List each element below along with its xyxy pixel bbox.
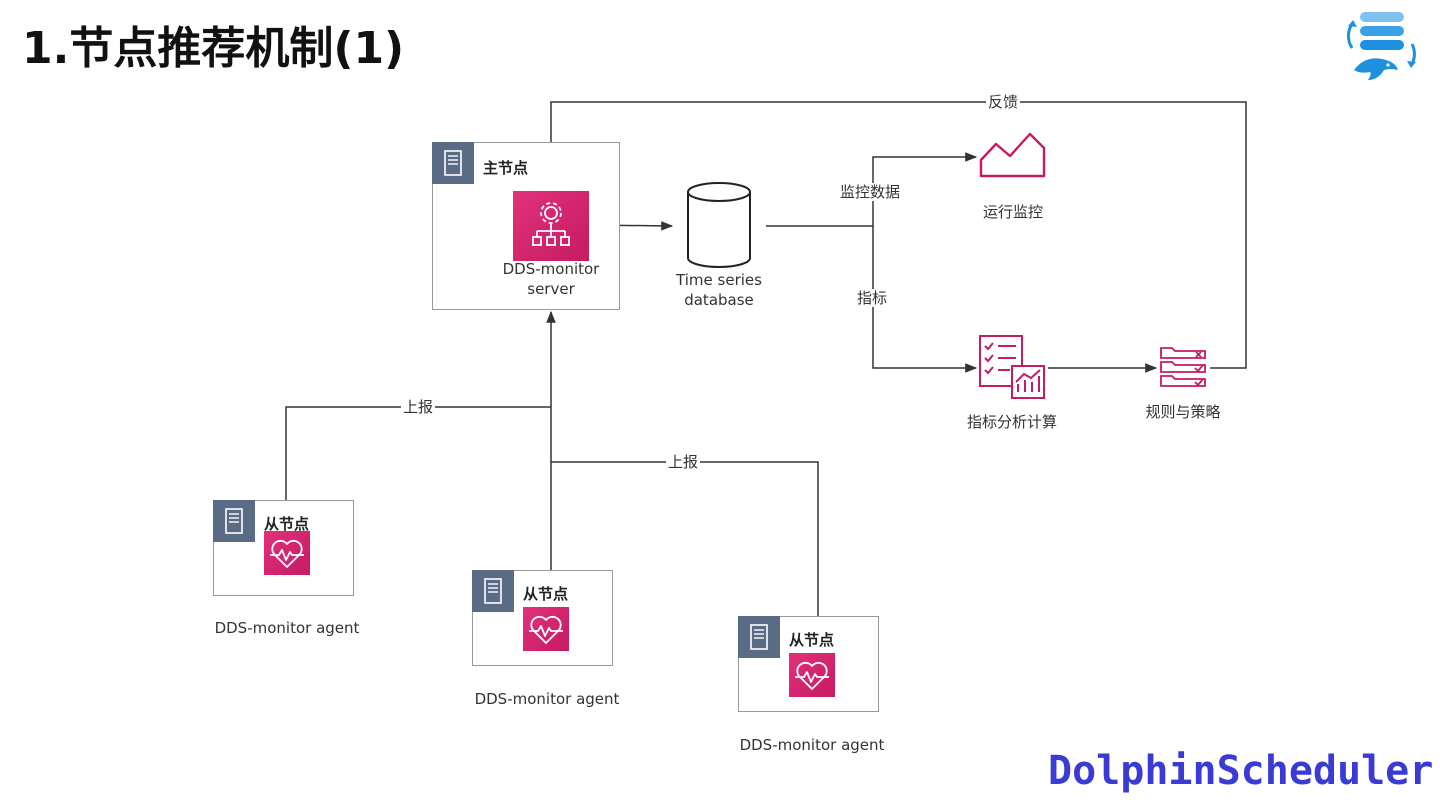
area-chart-icon — [979, 132, 1046, 178]
feedback-connector — [546, 101, 1247, 369]
agent-node-title-3: 从节点 — [789, 631, 835, 649]
agent-node-box-3: 从节点 — [738, 616, 879, 712]
master-service-label-line2: server — [527, 280, 575, 298]
edge-label-metrics: 指标 — [855, 289, 890, 307]
cylinder-database-icon — [687, 182, 751, 268]
master-node-title: 主节点 — [483, 159, 529, 177]
server-rack-icon — [213, 500, 255, 542]
agent-node-title-1: 从节点 — [264, 515, 310, 533]
gear-network-icon — [513, 191, 589, 261]
checklist-chart-icon — [979, 335, 1045, 399]
heartbeat-icon — [523, 607, 569, 651]
heartbeat-icon — [789, 653, 835, 697]
database-label-line2: database — [684, 291, 754, 309]
agent-label-2: DDS-monitor agent — [474, 690, 620, 708]
agent-label-1: DDS-monitor agent — [214, 619, 360, 637]
agent-1-report-connector — [285, 406, 551, 500]
master-service-label-line1: DDS-monitor — [502, 260, 600, 278]
edge-label-feedback: 反馈 — [986, 93, 1021, 111]
heartbeat-icon — [264, 531, 310, 575]
rules-label: 规则与策略 — [1145, 403, 1221, 421]
server-rack-icon — [432, 142, 474, 184]
monitor-label: 运行监控 — [982, 203, 1043, 221]
agent-node-box-1: 从节点 — [213, 500, 354, 596]
edge-label-monitor-data: 监控数据 — [838, 183, 903, 201]
master-node-box: 主节点 — [432, 142, 620, 310]
analysis-label: 指标分析计算 — [966, 413, 1057, 431]
dolphin-scheduler-logo-icon — [1347, 12, 1416, 80]
slide-title: 1.节点推荐机制(1) — [22, 23, 405, 74]
database-label-line1: Time series — [676, 271, 762, 289]
edge-label-report-1: 上报 — [401, 398, 436, 416]
agent-node-box-2: 从节点 — [472, 570, 613, 666]
agent-label-3: DDS-monitor agent — [739, 736, 885, 754]
brand-wordmark: DolphinScheduler — [1048, 748, 1434, 794]
agent-node-title-2: 从节点 — [523, 585, 569, 603]
edge-label-report-2: 上报 — [666, 453, 701, 471]
server-rack-icon — [472, 570, 514, 612]
server-rack-icon — [738, 616, 780, 658]
rules-list-icon — [1160, 347, 1206, 387]
